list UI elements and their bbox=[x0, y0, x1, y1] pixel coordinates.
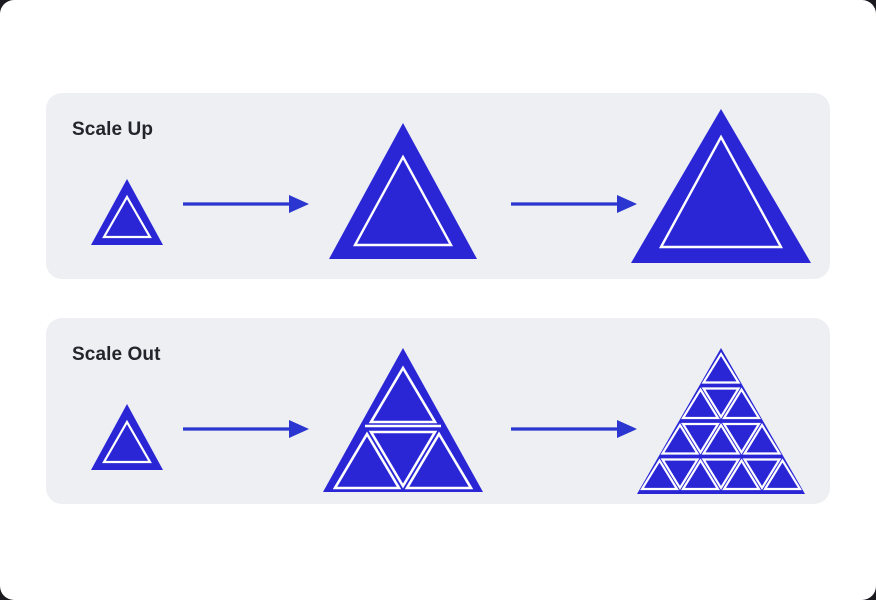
triangle-unit-cell bbox=[742, 422, 782, 455]
scale-up-stage-2-triangle bbox=[318, 111, 488, 271]
triangle-unit-cell bbox=[701, 457, 741, 490]
flow-scale-up bbox=[46, 93, 830, 279]
triangle-unit-cell bbox=[701, 386, 741, 419]
triangle-unit-cell bbox=[722, 386, 761, 419]
triangle-unit-cell bbox=[640, 457, 679, 490]
panel-scale-out: Scale Out bbox=[46, 318, 830, 504]
scale-out-stage-1-triangle bbox=[72, 384, 182, 490]
triangle-unit-cell bbox=[660, 422, 700, 455]
triangle-unit-cell bbox=[681, 386, 720, 419]
triangle-unit-cell bbox=[681, 457, 720, 490]
panel-scale-up: Scale Up bbox=[46, 93, 830, 279]
triangle-unit-cell bbox=[701, 422, 741, 455]
triangle-unit-cell bbox=[722, 457, 761, 490]
scale-out-arrow-1 bbox=[176, 414, 316, 444]
triangle-unit-cell bbox=[660, 457, 700, 490]
triangle-unit-cell bbox=[763, 457, 802, 490]
scale-up-arrow-1 bbox=[176, 189, 316, 219]
triangle-unit-cell bbox=[742, 457, 782, 490]
panel-title-scale-out: Scale Out bbox=[72, 344, 161, 365]
flow-scale-out bbox=[46, 318, 830, 504]
triangle-unit-cell bbox=[701, 351, 741, 384]
scale-out-stage-2-triangle-grid bbox=[318, 340, 488, 500]
scale-out-arrow-2 bbox=[504, 414, 644, 444]
scale-out-stage-3-triangle-grid bbox=[626, 338, 816, 503]
triangle-unit-cell bbox=[681, 422, 720, 455]
scale-up-stage-1-triangle bbox=[72, 159, 182, 265]
scale-up-stage-3-triangle bbox=[626, 101, 816, 271]
scale-up-arrow-2 bbox=[504, 189, 644, 219]
panel-title-scale-up: Scale Up bbox=[72, 119, 154, 140]
triangle-unit-cell bbox=[722, 422, 761, 455]
